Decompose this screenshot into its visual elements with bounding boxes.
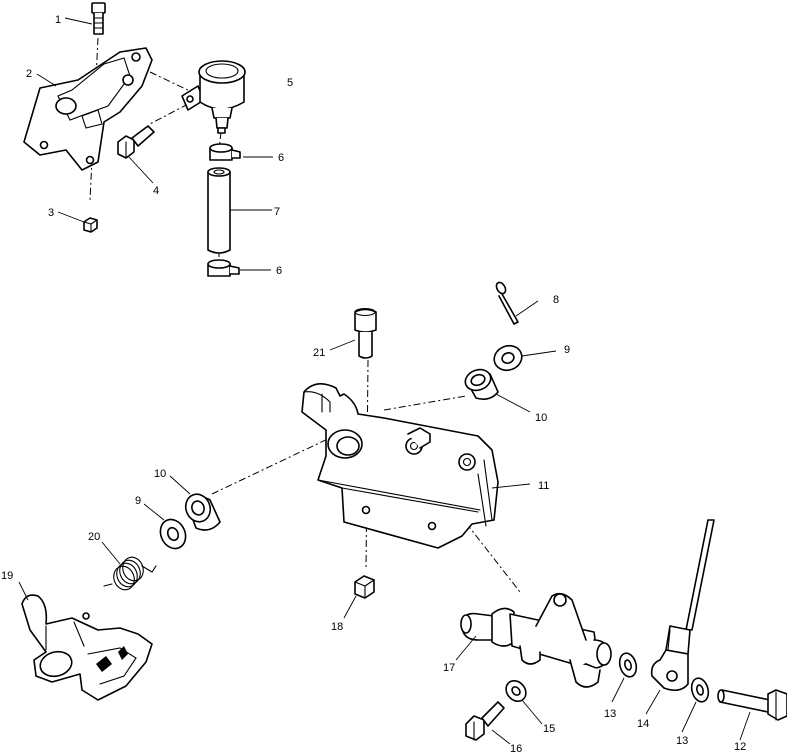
callout-13-left: 13 bbox=[604, 708, 616, 720]
callout-9-lower: 9 bbox=[135, 495, 141, 507]
callout-labels: 1 2 3 4 5 6 7 6 8 9 21 10 11 10 9 20 19 … bbox=[1, 14, 746, 753]
part-15-washer bbox=[505, 679, 527, 703]
assembly-line bbox=[149, 103, 189, 125]
part-18-nut bbox=[354, 575, 375, 599]
callout-20: 20 bbox=[88, 531, 100, 543]
part-20-return-spring bbox=[103, 556, 157, 591]
part-6-hose-clamp-upper bbox=[209, 143, 241, 161]
callout-6-upper: 6 bbox=[278, 152, 284, 164]
part-2-mounting-bracket bbox=[23, 47, 153, 171]
part-12-bolt bbox=[717, 689, 787, 721]
part-17-pivot-shaft bbox=[460, 592, 612, 688]
callout-14: 14 bbox=[637, 718, 649, 730]
callout-13-right: 13 bbox=[676, 735, 688, 747]
part-16-bolt bbox=[465, 701, 505, 741]
part-13-washer-left bbox=[618, 652, 638, 678]
part-21-bolt bbox=[354, 307, 377, 359]
part-6-hose-clamp-lower bbox=[207, 259, 240, 277]
callout-4: 4 bbox=[153, 185, 159, 197]
callout-11: 11 bbox=[538, 480, 549, 492]
part-8-cotter-pin bbox=[495, 281, 519, 325]
callout-2: 2 bbox=[26, 68, 32, 80]
callout-5: 5 bbox=[287, 77, 293, 89]
part-9-washer-lower bbox=[159, 518, 187, 550]
callout-9-upper: 9 bbox=[564, 344, 570, 356]
callout-10-upper: 10 bbox=[535, 412, 547, 424]
callout-17: 17 bbox=[443, 662, 455, 674]
part-3-nut bbox=[83, 217, 98, 233]
part-5-master-cylinder bbox=[181, 60, 246, 134]
callout-10-lower: 10 bbox=[154, 468, 166, 480]
part-11-pivot-bracket bbox=[301, 383, 499, 549]
part-1-bolt bbox=[91, 2, 106, 35]
assembly-line bbox=[211, 435, 335, 495]
callout-1: 1 bbox=[55, 14, 61, 26]
part-4-bolt bbox=[117, 125, 155, 159]
callout-21: 21 bbox=[313, 347, 325, 359]
assembly-line bbox=[149, 71, 193, 93]
callout-6-lower: 6 bbox=[276, 265, 282, 277]
assembly-line bbox=[383, 395, 467, 411]
leader-lines bbox=[18, 17, 751, 745]
assembly-line bbox=[419, 463, 521, 593]
part-7-hose bbox=[207, 167, 231, 254]
callout-7: 7 bbox=[274, 206, 280, 218]
part-9-washer-upper bbox=[493, 344, 523, 372]
part-14-rod-end bbox=[650, 625, 691, 692]
callout-19: 19 bbox=[1, 570, 13, 582]
part-10-bushing-lower bbox=[184, 493, 221, 531]
callout-15: 15 bbox=[543, 723, 555, 735]
callout-18: 18 bbox=[331, 621, 343, 633]
brake-cable bbox=[685, 519, 715, 631]
part-10-bushing-upper bbox=[464, 368, 499, 400]
part-13-washer-right bbox=[690, 677, 710, 703]
part-19-brake-pedal bbox=[21, 594, 153, 701]
callout-8: 8 bbox=[553, 294, 559, 306]
callout-3: 3 bbox=[48, 207, 54, 219]
callout-16: 16 bbox=[510, 743, 522, 753]
callout-12: 12 bbox=[734, 741, 746, 753]
